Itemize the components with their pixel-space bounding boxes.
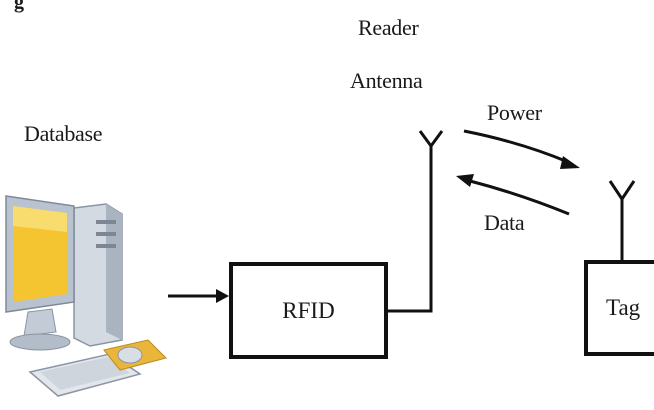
reader-label: Reader [358,15,419,40]
antenna-label: Antenna [350,68,423,93]
rfid-label: RFID [282,297,335,323]
reader-antenna-icon [388,130,444,313]
data-arrow [456,174,570,216]
tag-label: Tag [606,295,641,320]
data-label: Data [484,210,525,235]
power-label: Power [487,100,542,125]
power-arrow [463,129,580,169]
header-fragment: g [14,0,24,13]
tag-antenna-icon [608,180,636,260]
rfid-reader-box: RFID [229,262,388,359]
tag-box: Tag [584,260,654,356]
computer-icon [5,195,167,397]
database-label: Database [24,121,103,146]
database-to-rfid-arrow [168,289,229,303]
